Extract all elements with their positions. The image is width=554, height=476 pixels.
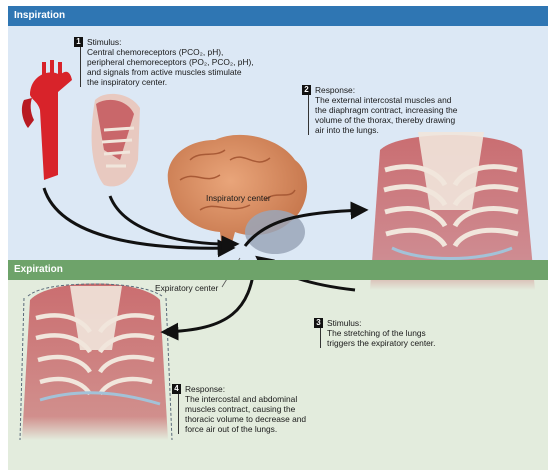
step-1-callout: 1 Stimulus: Central chemoreceptors (PCO₂… [74, 37, 280, 87]
step-3-number: 3 [314, 318, 323, 328]
expiratory-center-label: Expiratory center [155, 283, 219, 293]
inhalation-ribcage-illustration [370, 132, 535, 290]
step-2-callout: 2 Response: The external intercostal mus… [302, 85, 478, 135]
arrow-aorta-to-brain [42, 187, 236, 258]
step-4-title: Response: [185, 384, 226, 394]
step-3-title: Stimulus: [327, 318, 362, 328]
brain-illustration [167, 134, 308, 254]
arrow-brain-to-inhalation [243, 201, 369, 247]
exhalation-ribcage-illustration [19, 283, 173, 441]
step-4-callout: 4 Response: The intercostal and abdomina… [172, 384, 338, 434]
step-2-text: The external intercostal muscles and the… [315, 95, 458, 135]
inspiratory-center-label: Inspiratory center [206, 193, 271, 203]
step-1-title: Stimulus: [87, 37, 122, 47]
expiration-header: Expiration [8, 260, 548, 280]
chest-muscle-illustration [91, 93, 140, 187]
step-1-number: 1 [74, 37, 83, 47]
arrow-muscle-to-brain [108, 195, 240, 254]
step-2-number: 2 [302, 85, 311, 95]
step-3-callout: 3 Stimulus: The stretching of the lungs … [314, 318, 470, 348]
step-4-text: The intercostal and abdominal muscles co… [185, 394, 307, 434]
step-1-text: Central chemoreceptors (PCO₂, pH), perip… [87, 47, 254, 87]
inspiration-header: Inspiration [8, 6, 548, 26]
step-3-text: The stretching of the lungs triggers the… [327, 328, 436, 348]
aorta-illustration [21, 60, 72, 180]
step-4-number: 4 [172, 384, 181, 394]
step-2-title: Response: [315, 85, 356, 95]
